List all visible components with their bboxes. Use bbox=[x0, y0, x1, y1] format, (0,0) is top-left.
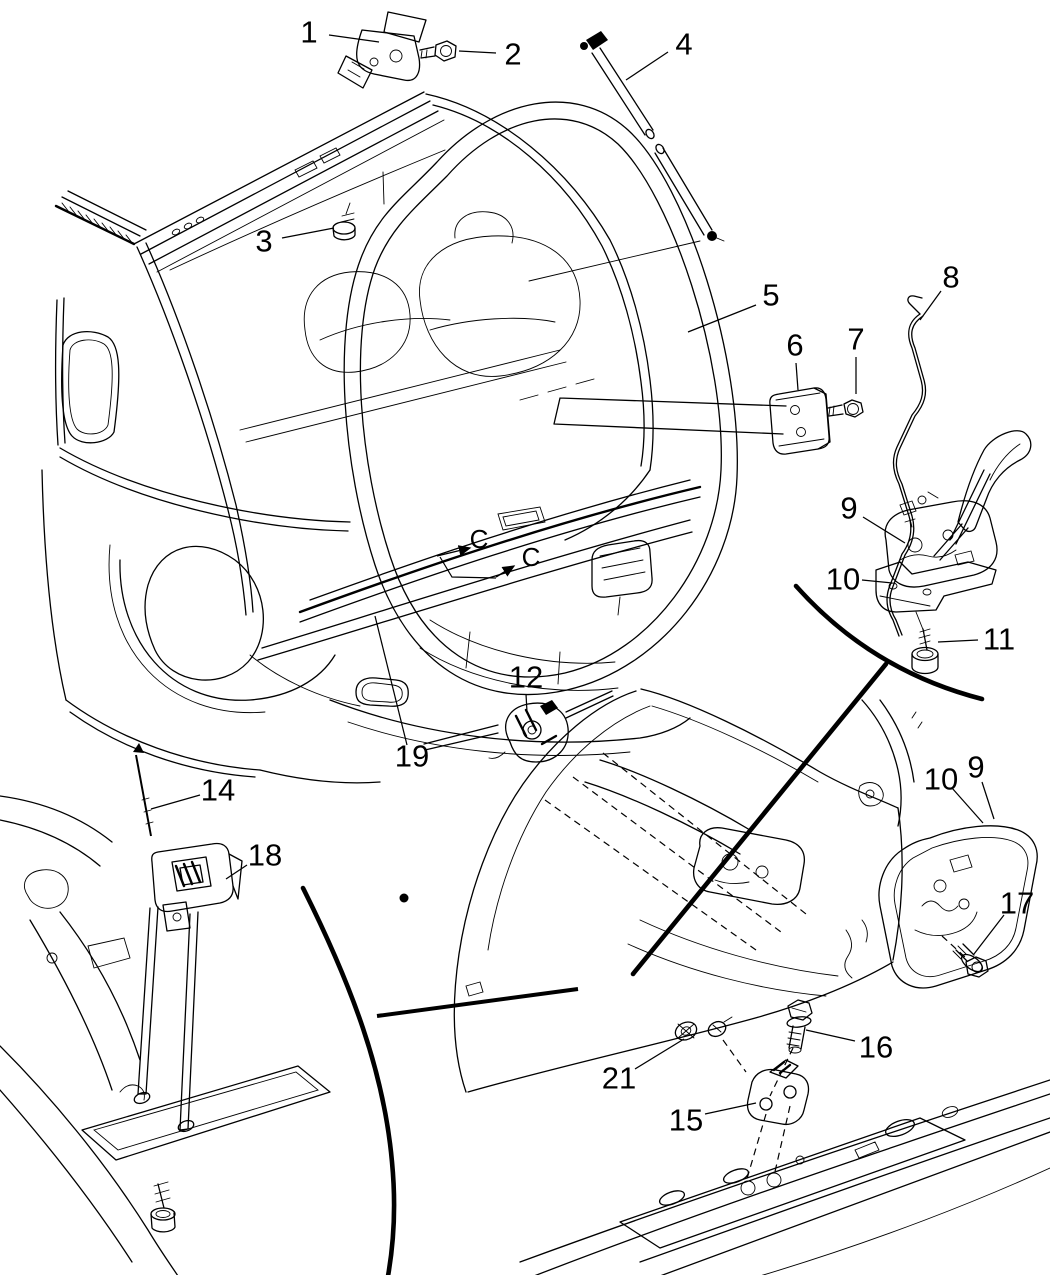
detail-circle-upper bbox=[630, 583, 985, 977]
callout-2: 2 bbox=[504, 37, 521, 72]
callout-4-leader bbox=[625, 51, 669, 81]
callout-1: 1 bbox=[300, 15, 317, 50]
callout-18: 18 bbox=[248, 838, 282, 873]
callout-17-leader bbox=[973, 914, 1005, 955]
callout-15: 15 bbox=[669, 1103, 703, 1138]
callout-10a-leader bbox=[861, 579, 893, 584]
bolt-17 bbox=[952, 943, 989, 978]
callout-10b-leader bbox=[951, 787, 984, 824]
sill-crossmember bbox=[519, 1079, 1050, 1275]
release-rod-8 bbox=[886, 295, 927, 637]
section-arrow-2 bbox=[495, 565, 516, 578]
pivot-bolt-7 bbox=[827, 399, 864, 418]
inner-liftgate-panel bbox=[453, 688, 903, 1093]
callout-14: 14 bbox=[201, 773, 235, 808]
callout-21-leader bbox=[634, 1038, 685, 1070]
hinge-bracket-15 bbox=[745, 1047, 810, 1183]
section-arrow-1 bbox=[436, 545, 472, 557]
callout-5: 5 bbox=[762, 278, 779, 313]
callout-9b-leader bbox=[981, 781, 995, 820]
callout-21: 21 bbox=[602, 1061, 636, 1096]
liftgate-frame bbox=[133, 91, 654, 541]
callout-9a: 9 bbox=[840, 491, 857, 526]
callout-10a: 10 bbox=[826, 562, 860, 597]
callout-7: 7 bbox=[847, 322, 864, 357]
callout-10b: 10 bbox=[924, 762, 958, 797]
gas-struts-4 bbox=[528, 31, 725, 282]
callout-8-leader bbox=[919, 290, 942, 321]
liftgate-hinge-1 bbox=[337, 11, 427, 89]
callout-4: 4 bbox=[675, 27, 692, 62]
grommets-21 bbox=[674, 1016, 747, 1073]
callout-18-leader bbox=[225, 864, 248, 880]
car-body bbox=[41, 190, 381, 784]
quarter-latch-panel bbox=[858, 699, 1038, 989]
callout-19-leader bbox=[374, 615, 408, 746]
section-connector bbox=[439, 556, 497, 579]
callout-12: 12 bbox=[509, 660, 543, 695]
callout-16-leader bbox=[805, 1029, 856, 1042]
prop-bar-and-bracket-6 bbox=[553, 387, 831, 455]
callout-15-leader bbox=[704, 1102, 757, 1115]
callout-3-leader bbox=[281, 227, 335, 239]
callout-9a-leader bbox=[862, 516, 906, 544]
lower-left-structure bbox=[0, 743, 331, 1275]
bolt-16 bbox=[786, 999, 813, 1054]
latch-assembly-upper bbox=[875, 430, 1032, 675]
callout-14-leader bbox=[150, 794, 201, 810]
reference-dot bbox=[399, 893, 409, 903]
callout-2-leader bbox=[458, 50, 497, 54]
latch-module-12 bbox=[423, 690, 614, 763]
screw-3 bbox=[332, 202, 356, 241]
callout-16: 16 bbox=[859, 1030, 893, 1065]
detail-circle-lower bbox=[300, 885, 579, 1275]
callout-11-leader bbox=[937, 639, 979, 643]
callout-8: 8 bbox=[942, 260, 959, 295]
hinge-bolt-2 bbox=[419, 40, 457, 62]
callout-6-leader bbox=[795, 362, 799, 391]
callout-1-leader bbox=[328, 34, 380, 43]
callout-12-leader bbox=[525, 693, 528, 713]
section-c-1: C bbox=[470, 524, 489, 554]
callout-17: 17 bbox=[1000, 886, 1034, 921]
callout-5-leader bbox=[687, 304, 757, 333]
callout-9b: 9 bbox=[967, 750, 984, 785]
callout-3: 3 bbox=[255, 224, 272, 259]
callout-19: 19 bbox=[395, 739, 429, 774]
callout-11: 11 bbox=[983, 622, 1015, 657]
callout-6: 6 bbox=[786, 328, 803, 363]
section-c-2: C bbox=[522, 542, 541, 572]
